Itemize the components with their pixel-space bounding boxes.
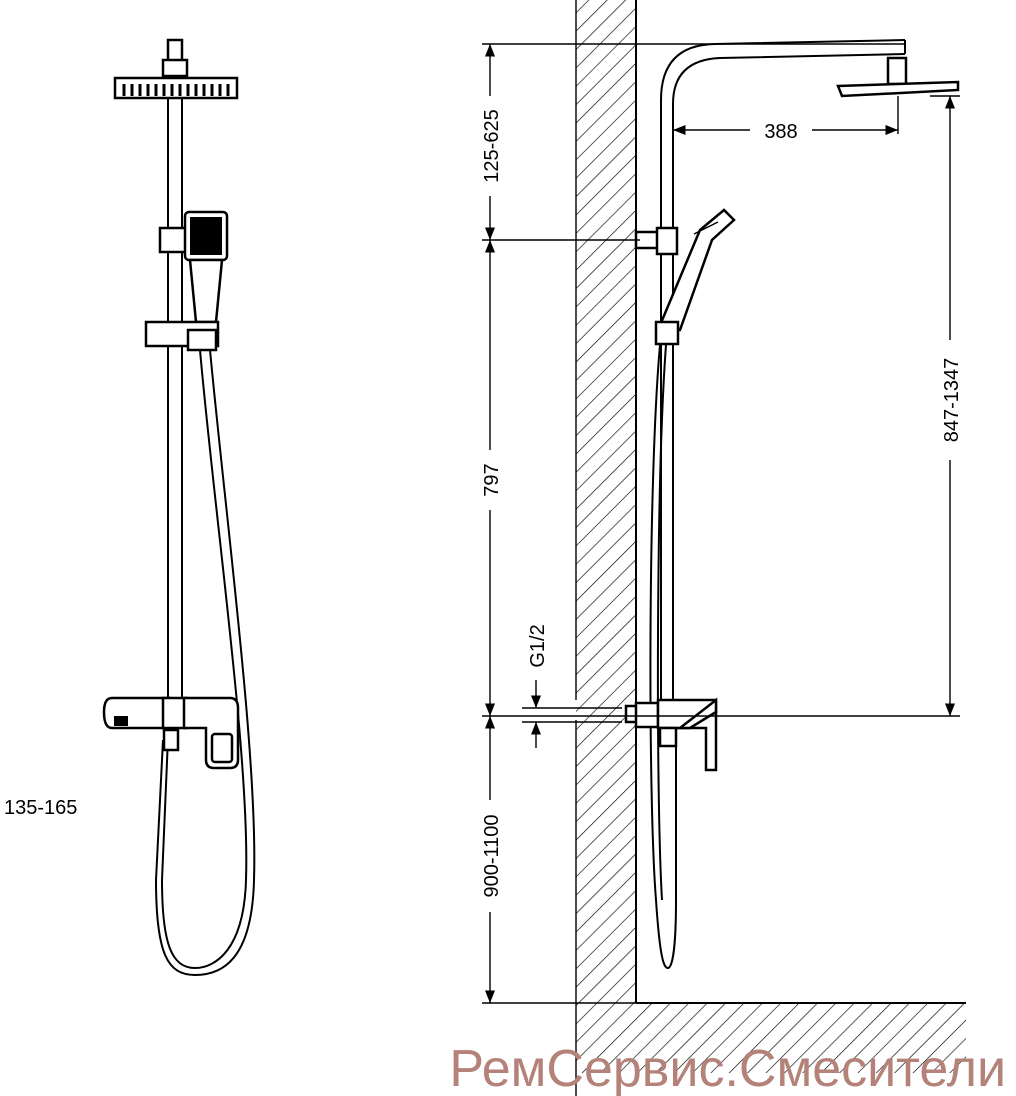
label-thread: G1/2 bbox=[527, 624, 549, 667]
front-hose bbox=[160, 349, 248, 970]
side-mixer-lever bbox=[676, 697, 718, 730]
label-top-height: 125-625 bbox=[481, 109, 503, 182]
floor bbox=[576, 1002, 966, 1073]
front-hand-shower-handle bbox=[188, 258, 224, 324]
side-hand-shower bbox=[656, 208, 736, 332]
dimensions bbox=[482, 43, 960, 1004]
front-view bbox=[102, 38, 256, 977]
front-spout bbox=[114, 716, 128, 726]
side-view bbox=[624, 39, 960, 970]
wall bbox=[575, 0, 637, 1096]
side-hose bbox=[649, 344, 677, 970]
front-rain-shower-head bbox=[113, 76, 239, 100]
side-slider bbox=[654, 320, 680, 346]
label-rail-length: 797 bbox=[481, 463, 503, 496]
label-side-offset: 135-165 bbox=[4, 797, 77, 819]
label-arm-length: 388 bbox=[764, 121, 797, 143]
watermark: РемСервис.Смесители bbox=[449, 1040, 1006, 1096]
label-head-height: 847-1347 bbox=[941, 358, 963, 443]
side-rain-shower-head bbox=[836, 80, 960, 98]
label-mixer-height: 900-1100 bbox=[481, 814, 503, 897]
front-mixer-body bbox=[102, 696, 172, 730]
front-top-connector bbox=[166, 38, 184, 64]
side-diverter bbox=[658, 726, 678, 748]
side-shower-head-connector bbox=[886, 56, 908, 86]
